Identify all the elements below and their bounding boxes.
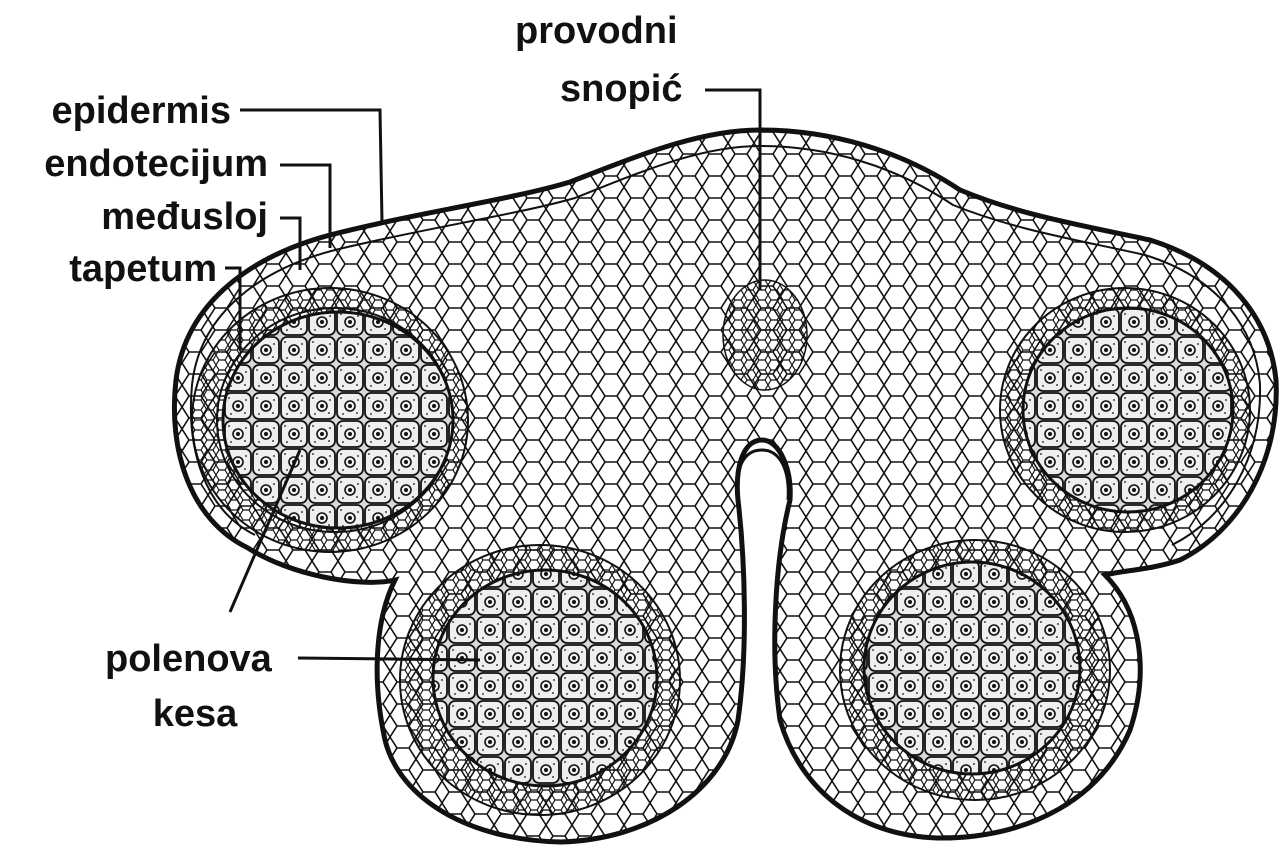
pollen-sac-upper-right xyxy=(1000,288,1250,532)
label-provodni-snopic-line1: provodni xyxy=(515,12,678,50)
label-polenova-kesa-line1: polenova xyxy=(105,640,272,678)
label-medjusloj: međusloj xyxy=(101,198,268,236)
label-epidermis: epidermis xyxy=(51,92,231,130)
pollen-sac-lower-left xyxy=(400,545,680,815)
vascular-bundle xyxy=(723,280,807,390)
sporogenous-tissue xyxy=(433,570,657,786)
label-endotecijum: endotecijum xyxy=(44,145,268,183)
leader-polenova-kesa xyxy=(298,658,480,660)
label-polenova-kesa-line2: kesa xyxy=(105,695,285,733)
label-tapetum: tapetum xyxy=(69,250,217,288)
pollen-sac-lower-right xyxy=(840,540,1110,800)
label-provodni-snopic-line2: snopić xyxy=(560,70,682,108)
sporogenous-tissue xyxy=(223,312,453,528)
sporogenous-tissue xyxy=(1023,308,1233,512)
sporogenous-tissue xyxy=(864,562,1080,774)
pollen-sac-upper-left xyxy=(192,288,468,552)
